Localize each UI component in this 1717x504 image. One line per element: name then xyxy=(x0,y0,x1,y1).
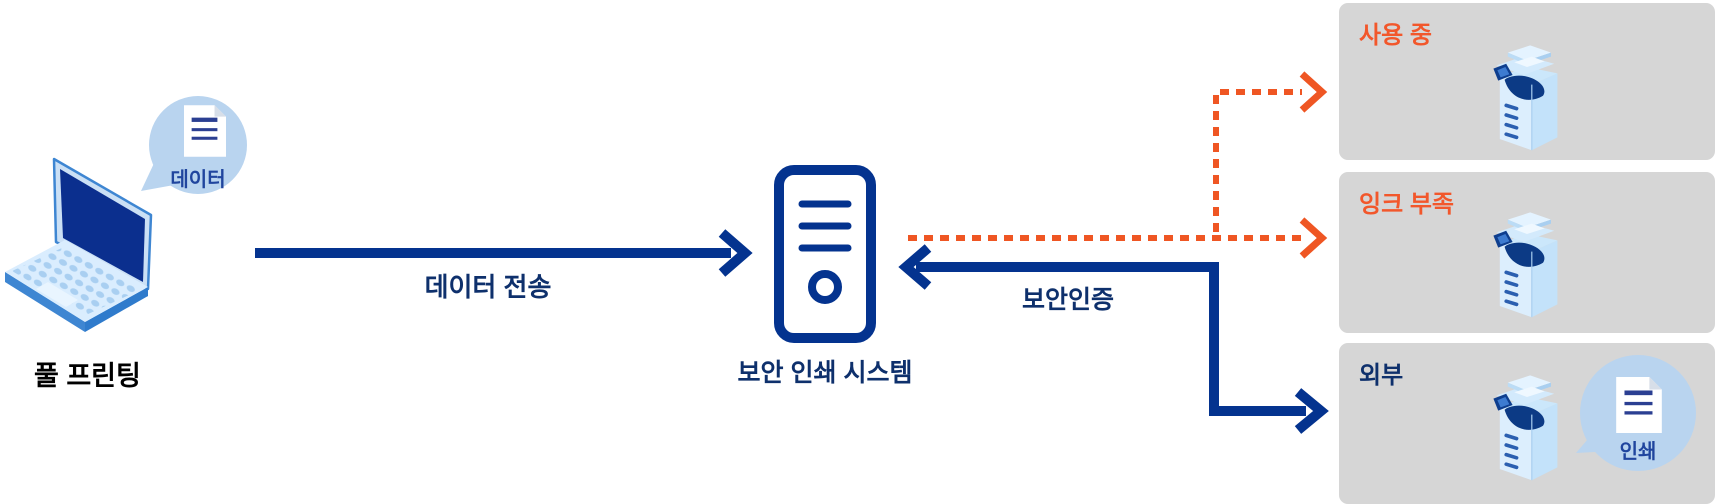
printer-status-label: 사용 중 xyxy=(1359,22,1432,49)
client-label: 풀 프린팅 xyxy=(34,361,141,391)
route-busy-dashed-line xyxy=(1213,89,1302,232)
data-transfer-label: 데이터 전송 xyxy=(424,272,552,302)
document-icon xyxy=(1616,377,1662,433)
laptop-illustration xyxy=(5,157,153,332)
printer-icon xyxy=(1487,210,1567,322)
client-bubble-label: 데이터 xyxy=(170,169,226,191)
client-speech-bubble xyxy=(141,96,247,194)
print-bubble-label: 인쇄 xyxy=(1619,441,1657,463)
printer-box-busy: 사용 중 xyxy=(1339,3,1715,160)
data-transfer-arrow xyxy=(255,229,753,277)
print-speech-bubble xyxy=(1576,355,1696,471)
printer-icon xyxy=(1487,371,1567,487)
printer-icon xyxy=(1487,41,1567,157)
printer-status-label: 외부 xyxy=(1359,362,1404,389)
server-icon xyxy=(774,165,876,343)
printer-status-label: 잉크 부족 xyxy=(1359,191,1454,218)
auth-arrow xyxy=(898,244,1329,434)
route-lowink-arrowhead xyxy=(1299,217,1328,259)
printer-box-external: 외부 인쇄 xyxy=(1339,343,1715,504)
server-label: 보안 인쇄 시스템 xyxy=(737,359,913,387)
auth-label: 보안인증 xyxy=(1021,286,1114,314)
unavailable-route-dashed-arrows xyxy=(908,71,1328,259)
route-busy-arrowhead xyxy=(1299,71,1328,113)
printer-box-low-ink: 잉크 부족 xyxy=(1339,172,1715,333)
